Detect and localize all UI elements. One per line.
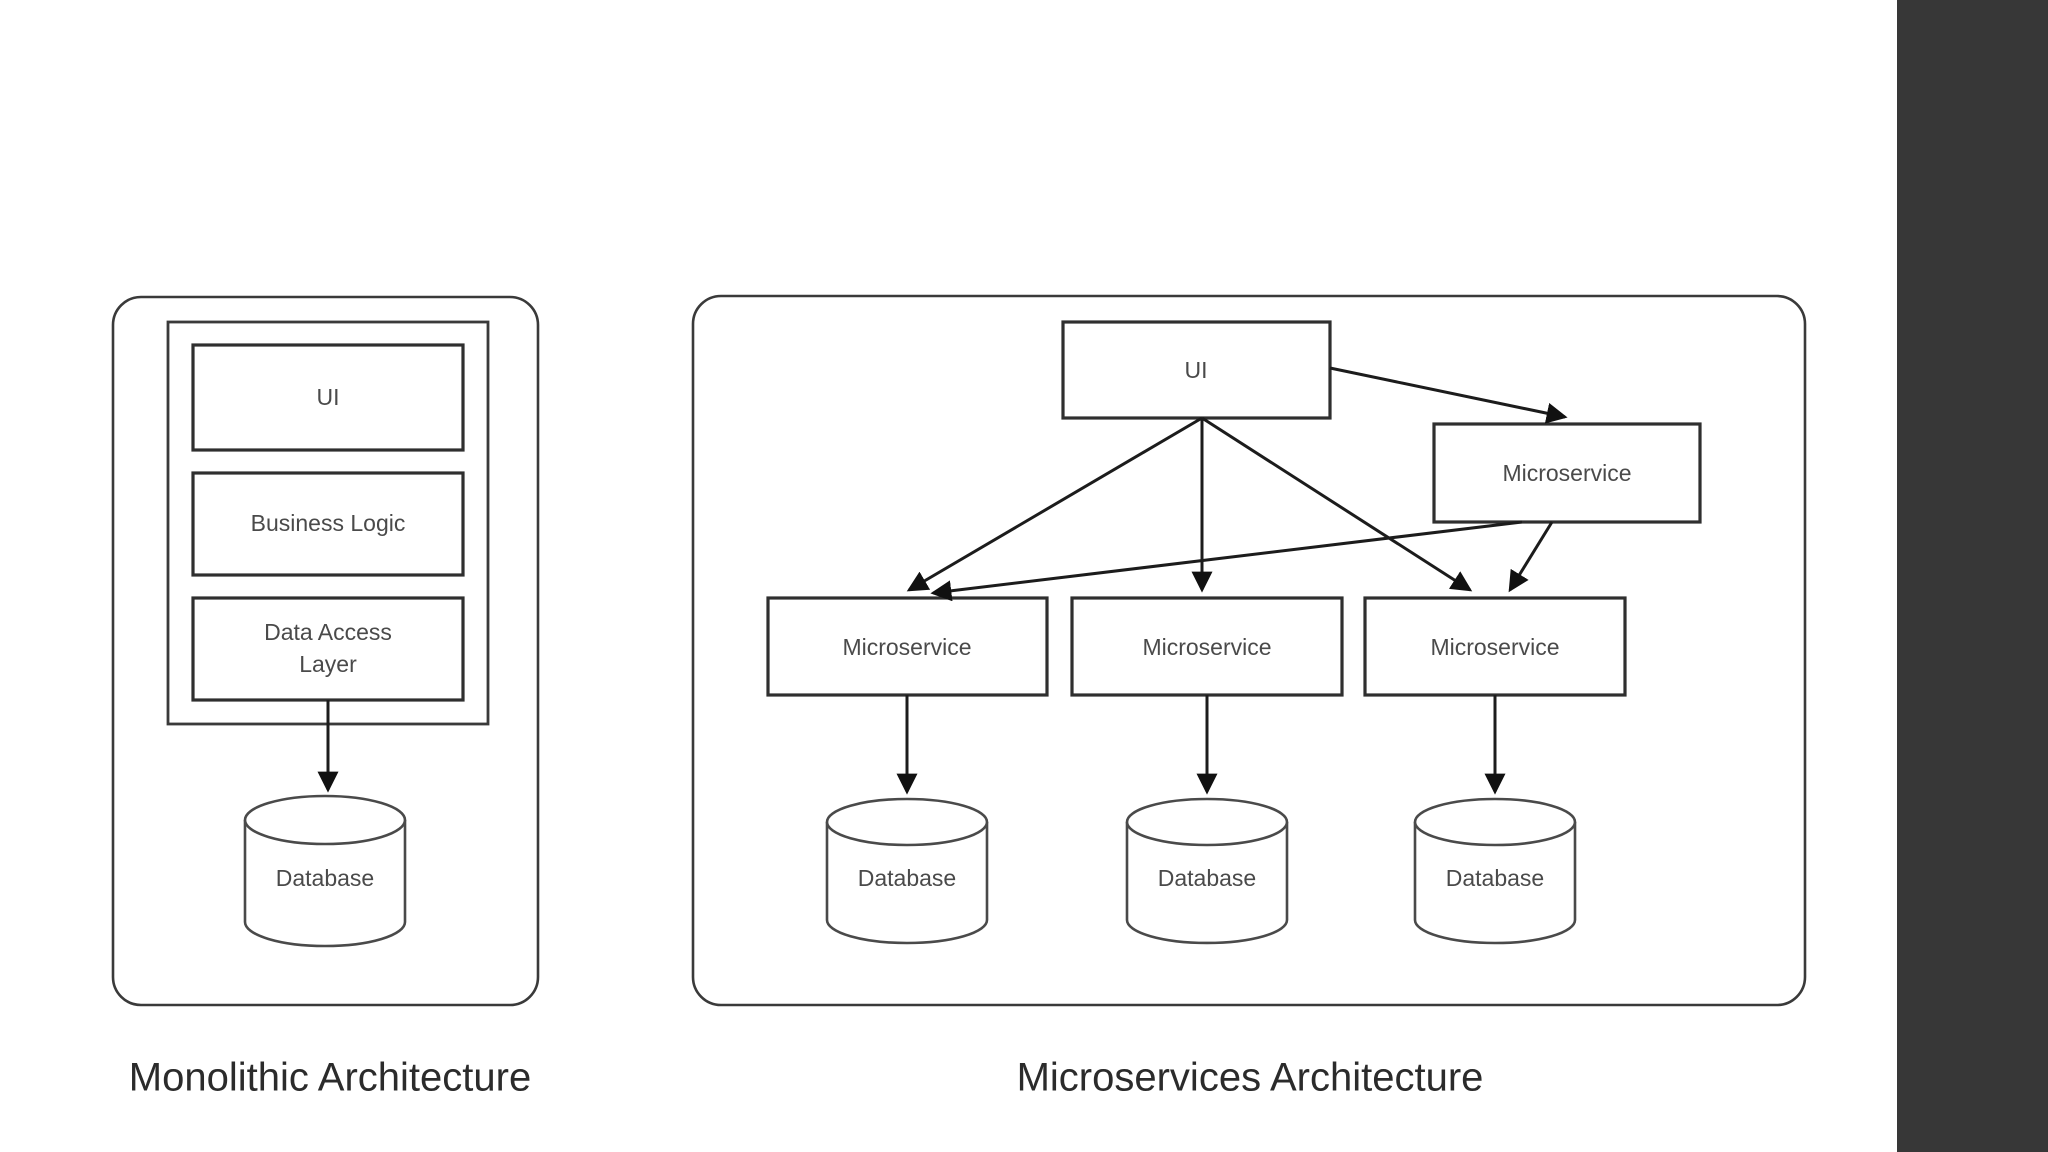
microservice-1-label: Microservice [842,634,971,660]
monolith-ui-box[interactable] [191,343,465,452]
microservices-ui-label: UI [1185,357,1208,383]
database-3-cylinder[interactable]: Database [1413,797,1577,945]
edge-ui-to-microservice-3 [1201,416,1473,592]
microservice-1-box[interactable] [766,596,1049,697]
microservices-ui-box[interactable] [1061,320,1332,420]
edge-ui-to-microservice-right [1329,366,1568,424]
right-dark-strip [1897,0,2048,1152]
monolithic-architecture-group: UI Business Logic Data Access Layer Data… [111,295,540,1100]
microservice-right-label: Microservice [1502,460,1631,486]
edge-ui-to-microservice-1 [906,416,1203,592]
database-2-body [1125,822,1289,945]
database-1-body [825,822,989,945]
database-3-body [1413,822,1577,945]
database-3-label: Database [1446,865,1544,891]
database-1-label: Database [858,865,956,891]
database-2-label: Database [1158,865,1256,891]
monolith-data-access-label-line2: Layer [299,651,357,677]
microservice-3-label: Microservice [1430,634,1559,660]
monolith-database-cylinder[interactable]: Database [243,794,407,948]
monolith-business-logic-label: Business Logic [251,510,406,536]
edge-microservice-right-to-microservice-1 [930,520,1523,602]
microservice-2-label: Microservice [1142,634,1271,660]
database-1-cylinder[interactable]: Database [825,797,989,945]
microservices-architecture-group: UI Microservice Microservice Microservic… [691,294,1807,1100]
monolith-database-top [243,794,407,846]
monolith-database-label: Database [276,865,374,891]
database-3-top [1413,797,1577,847]
monolithic-caption: Monolithic Architecture [129,1056,531,1100]
monolith-data-access-label-line1: Data Access [264,619,392,645]
edge-microservice-right-to-microservice-3 [1508,521,1554,593]
database-1-top [825,797,989,847]
microservice-right-box[interactable] [1432,422,1702,524]
monolith-ui-label: UI [317,384,340,410]
monolith-data-access-layer-box[interactable] [191,596,465,702]
monolith-database-body [243,820,407,948]
database-2-top [1125,797,1289,847]
microservice-2-box[interactable] [1070,596,1344,697]
microservices-caption: Microservices Architecture [1017,1056,1484,1100]
microservice-3-box[interactable] [1363,596,1627,697]
database-2-cylinder[interactable]: Database [1125,797,1289,945]
monolith-business-logic-box[interactable] [191,471,465,577]
